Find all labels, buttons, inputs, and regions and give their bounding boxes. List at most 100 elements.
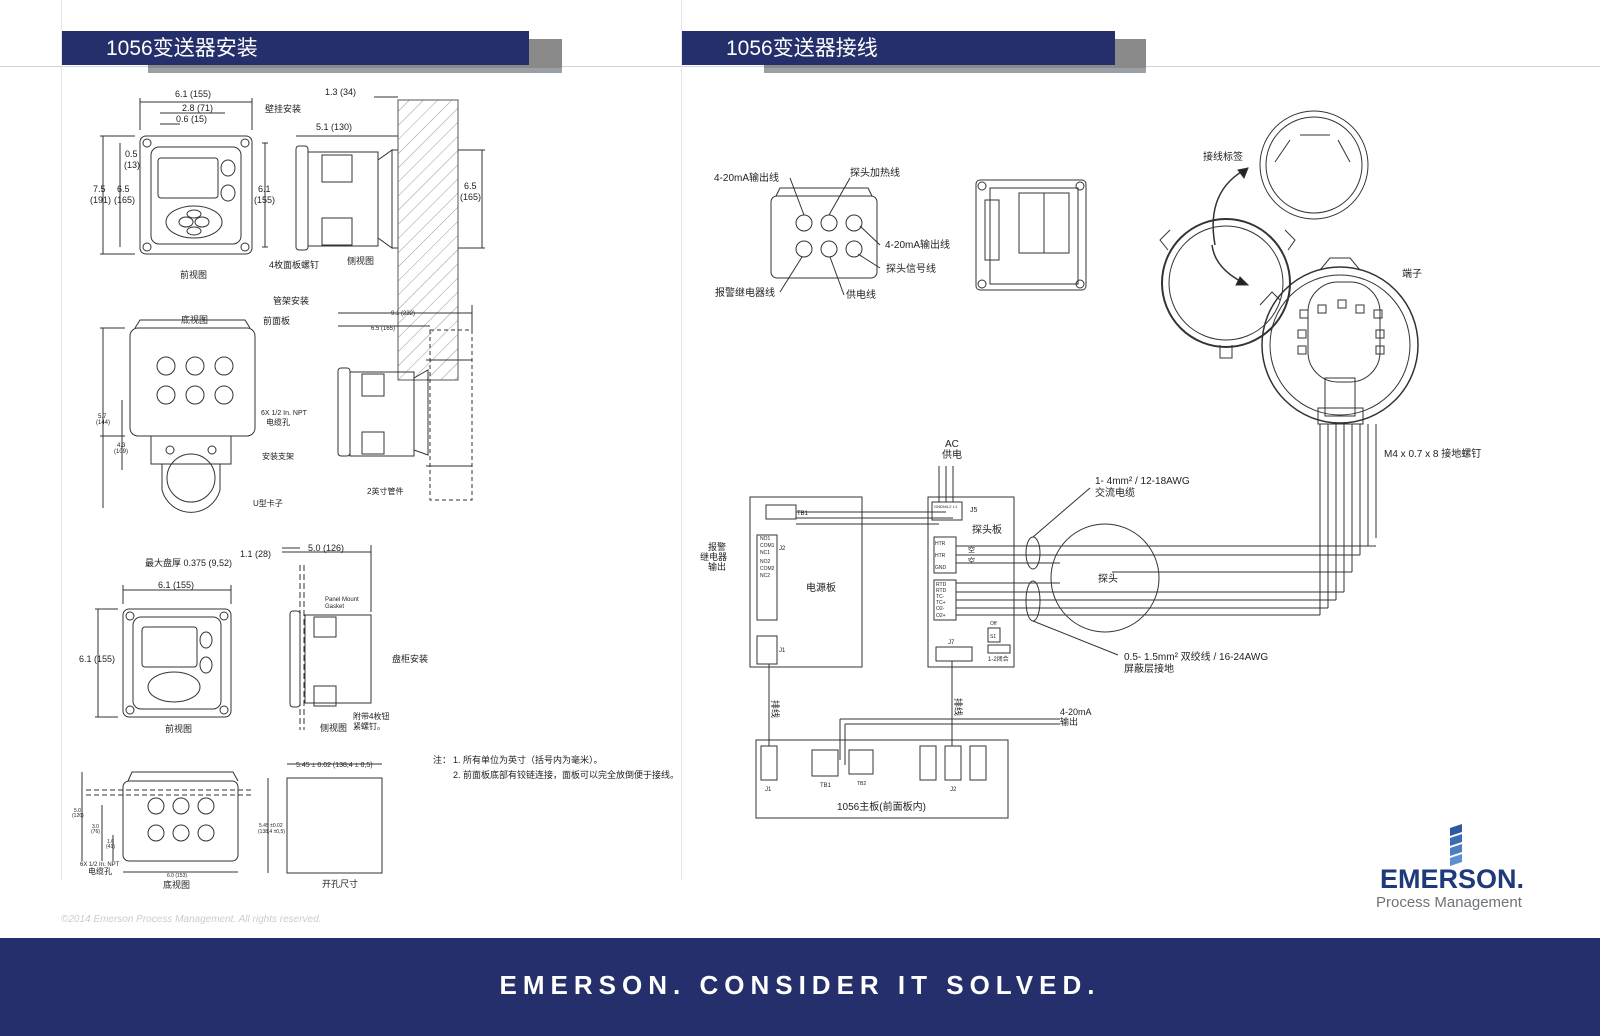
dim-wall-6-5: 6.5 — [117, 184, 130, 194]
relay-pin-4: NO2 — [760, 559, 771, 565]
dim-wall-2-8: 2.8 (71) — [182, 103, 213, 113]
pipe-bottom-view — [100, 319, 256, 513]
j2-label: J2 — [779, 546, 786, 552]
dim-wall-1-3: 1.3 (34) — [325, 87, 356, 97]
probe-pin-htr2: HTR — [935, 553, 946, 559]
ac-pin-gnd: GND — [934, 504, 943, 509]
probe-heater-label: 探头加热线 — [850, 166, 900, 179]
probe-circle — [1050, 523, 1160, 633]
column-divider — [681, 0, 682, 880]
empty-label-1: 空 — [968, 545, 975, 554]
probe-cover — [1159, 110, 1369, 359]
dim-wall-width: 6.1 (155) — [175, 89, 211, 99]
copyright-notice: ©2014 Emerson Process Management. All ri… — [61, 914, 322, 925]
dim-wall-7-5: 7.5 — [93, 184, 106, 194]
pipe-label: 2英寸管件 — [367, 486, 403, 496]
dim-cut-1-6: 1.6 — [107, 839, 114, 845]
dim-cut-1-6-mm: (41) — [106, 844, 115, 850]
probe-pin-tc-plus: TC+ — [936, 600, 946, 606]
main-board-label: 1056主板(前面板内) — [837, 800, 926, 813]
cutout-npt-holes: 电缆孔 — [88, 866, 112, 876]
cabinet-mount-label: 盘柜安装 — [392, 653, 428, 664]
relay-pin-6: NC2 — [760, 573, 770, 579]
pipe-npt-holes: 电缆孔 — [266, 417, 290, 427]
output-4-20-label: 4-20mA — [1060, 707, 1092, 717]
ac-cable-label: 1- 4mm² / 12-18AWG — [1095, 476, 1190, 487]
dim-panel-5-0: 5.0 (126) — [308, 543, 344, 553]
dim-panel-width: 6.1 (155) — [158, 580, 194, 590]
wall-mount-label: 壁挂安装 — [265, 103, 301, 114]
dim-pipe-5-7-mm: (144) — [96, 420, 110, 426]
footer-slogan: EMERSON. CONSIDER IT SOLVED. — [499, 970, 1101, 1000]
twisted-pair-label: 0.5- 1.5mm² 双绞线 / 16-24AWG — [1124, 650, 1268, 663]
note-1: 1. 所有单位为英寸（括号内为毫米）。 — [453, 754, 603, 765]
tb1-label: TB1 — [797, 511, 809, 517]
probe-wires — [1319, 424, 1377, 615]
main-j1-label: J1 — [765, 787, 772, 793]
ac-cable-label-2: 交流电缆 — [1095, 486, 1135, 499]
probe-pin-rtd2: RTD — [936, 588, 947, 594]
front-panel-label: 前面板 — [263, 315, 290, 326]
power-board-label: 电源板 — [806, 581, 836, 594]
main-j2-label: J2 — [950, 787, 957, 793]
j5-label: J5 — [970, 507, 978, 514]
empty-label-2: 空 — [968, 556, 975, 565]
relay-pin-5: COM2 — [760, 566, 775, 572]
cutout-dim-top: 5.45 ± 0.02 (138,4 ± 0,5) — [296, 762, 373, 769]
wall-side-view — [295, 96, 485, 381]
dim-pipe-6-5: 6.5 (165) — [371, 326, 395, 332]
cutout-bottom-view-label: 底视图 — [163, 879, 190, 890]
dim-wall-7-5-mm: (191) — [90, 195, 111, 205]
right-page-title: 1056变送器接线 — [682, 31, 1115, 65]
dim-wall-6-1-mm: (155) — [254, 195, 275, 205]
main-tb2-label: TB2 — [857, 781, 866, 787]
wall-screws-label: 4枚面板螺钉 — [269, 259, 319, 270]
left-page-title: 1056变送器安装 — [62, 31, 529, 65]
probe-pin-rtd1: RTD — [936, 582, 947, 588]
pipe-npt-label: 6X 1/2 In. NPT — [261, 410, 308, 417]
j7-label: J7 — [948, 640, 955, 646]
dim-cut-5-0: 5.0 — [74, 808, 81, 814]
panel-front-view — [95, 585, 232, 718]
pipe-side-view — [337, 305, 473, 501]
panel-screws-label: 附带4枚钮 — [353, 711, 389, 721]
ribbon-label-1: 排线 — [770, 700, 781, 718]
relay-pin-3: NC1 — [760, 550, 770, 556]
ground-screw-label: M4 x 0.7 x 8 接地螺钉 — [1384, 447, 1481, 460]
ac-pin-n: N/L2 — [943, 504, 952, 509]
dim-wall-0-6: 0.6 (15) — [176, 114, 207, 124]
cutout-npt-label: 6X 1/2 In. NPT — [80, 862, 120, 868]
alarm-label-3: 输出 — [708, 561, 726, 572]
dim-cut-3-0-mm: (76) — [91, 829, 100, 835]
cutout-bottom-view — [81, 771, 252, 873]
ribbon-label-2: 排线 — [953, 698, 964, 716]
process-management-label: Process Management — [1376, 894, 1522, 911]
dim-panel-height: 6.1 (155) — [79, 654, 115, 664]
probe-label: 探头 — [1098, 572, 1118, 585]
ac-pin-l1: L1 — [953, 504, 958, 509]
panel-side-view — [282, 545, 372, 730]
left-margin-line — [61, 0, 62, 880]
power-line-label: 供电线 — [846, 288, 876, 301]
emerson-wordmark: EMERSON. — [1380, 864, 1525, 894]
note-2: 2. 前面板底部有铰链连接，面板可以完全放倒便于接线。 — [453, 769, 679, 780]
probe-pin-tc-minus: TC- — [936, 594, 945, 600]
dim-wall-0-5-mm: (13) — [124, 160, 140, 170]
dim-pipe-9-1: 9.1 (232) — [391, 311, 415, 317]
dim-wall-6-1: 6.1 — [258, 184, 271, 194]
cutout-dim-side-mm: (138,4 ±0,5) — [258, 829, 285, 835]
dim-wall-5-1: 5.1 (130) — [316, 122, 352, 132]
notes-prefix: 注： — [433, 754, 451, 765]
footer-banner: EMERSON. CONSIDER IT SOLVED. — [0, 938, 1600, 1036]
main-board-box — [755, 739, 1009, 819]
probe-pin-o2-plus: O2+ — [936, 613, 946, 619]
ubolt-label: U型卡子 — [253, 498, 283, 508]
s1-label: S1 — [990, 634, 996, 640]
panel-side-view-label: 侧视图 — [320, 722, 347, 733]
gasket-label: Panel Mount — [325, 597, 359, 603]
enclosure-bottom-view — [770, 177, 881, 296]
probe-pin-htr1: HTR — [935, 541, 946, 547]
emerson-logo: EMERSON. Process Management — [1372, 822, 1552, 912]
bracket-label: 安装支架 — [262, 451, 294, 461]
probe-base — [1259, 257, 1419, 425]
